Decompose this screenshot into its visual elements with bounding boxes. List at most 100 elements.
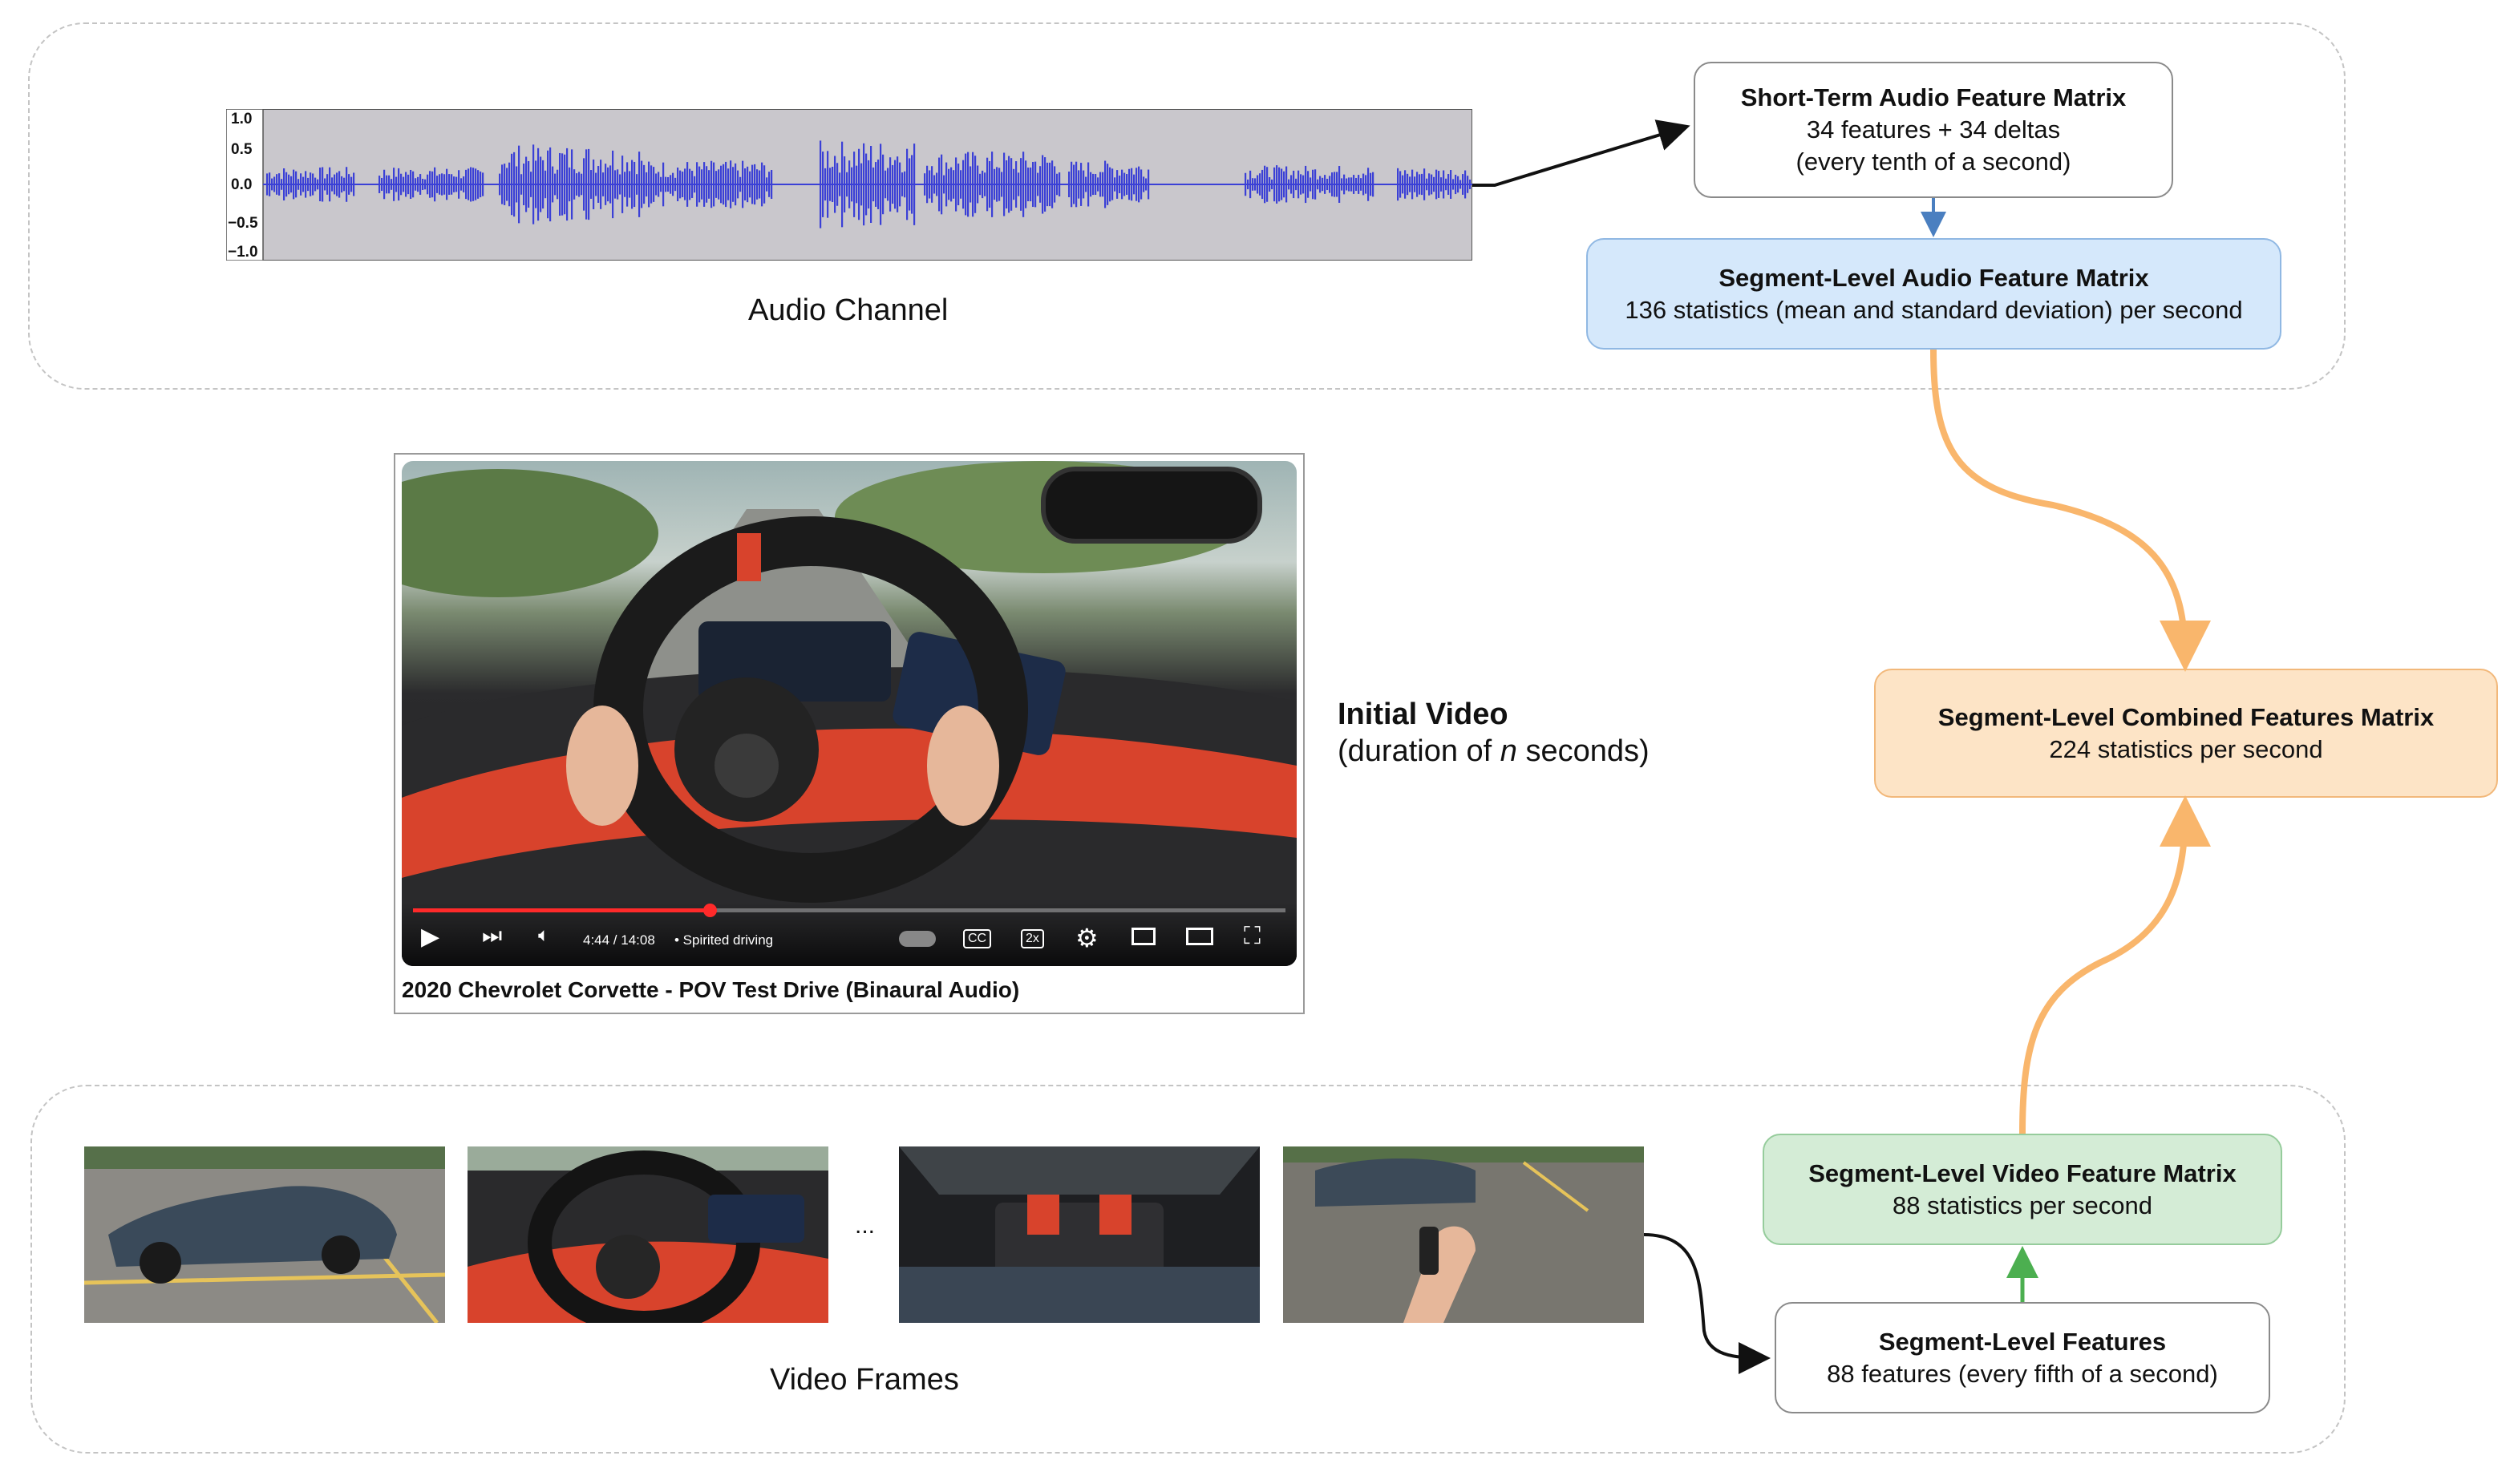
autoplay-toggle[interactable]	[899, 931, 936, 947]
miniplayer-icon[interactable]	[1132, 928, 1156, 945]
waveform-bar	[1249, 170, 1252, 199]
waveform-bar	[1126, 174, 1128, 195]
waveform-bar	[1075, 161, 1078, 208]
waveform-bar	[1326, 178, 1329, 191]
waveform-bar	[885, 170, 887, 199]
next-icon[interactable]: ⏭	[482, 923, 503, 948]
waveform-bar	[583, 158, 585, 211]
waveform-bar	[933, 175, 936, 194]
waveform-bar	[913, 144, 916, 225]
waveform-bar	[1360, 178, 1362, 191]
speed-button[interactable]: 2x	[1021, 929, 1044, 948]
video-title-caption: 2020 Chevrolet Corvette - POV Test Drive…	[402, 977, 1020, 1002]
waveform-bar	[436, 176, 439, 193]
waveform-bar	[658, 172, 660, 197]
play-icon[interactable]: ▶	[421, 924, 440, 950]
waveform-bar	[1027, 167, 1030, 202]
theater-mode-icon[interactable]	[1186, 928, 1213, 945]
waveform-bar	[1136, 168, 1138, 201]
waveform-bar	[677, 167, 679, 202]
waveform-bar	[1068, 172, 1071, 197]
fullscreen-icon[interactable]: ⛶	[1244, 923, 1261, 949]
box-title: Segment-Level Video Feature Matrix	[1808, 1158, 2237, 1187]
waveform-bar	[1145, 178, 1148, 191]
progress-bar-played	[413, 908, 710, 912]
waveform-bar	[965, 153, 967, 216]
captions-button[interactable]: CC	[963, 929, 992, 948]
settings-gear-icon[interactable]: ⚙	[1075, 924, 1099, 952]
waveform-bar	[535, 160, 537, 208]
waveform-bar	[523, 164, 525, 205]
waveform-bar	[1288, 179, 1290, 190]
waveform-bar	[710, 160, 713, 208]
y-tick-label: 0.5	[231, 141, 253, 158]
waveform-bar	[701, 169, 703, 200]
video-screen[interactable]: ▶ ⏭ 🔈︎ 4:44 / 14:08 • Spirited driving C…	[402, 461, 1297, 966]
combined-features-box: Segment-Level Combined Features Matrix 2…	[1874, 669, 2498, 798]
waveform-bar	[1034, 161, 1037, 208]
waveform-bar	[429, 171, 431, 198]
waveform-bar	[383, 169, 386, 200]
waveform-bar	[1421, 173, 1423, 196]
waveform-bar	[499, 173, 501, 196]
waveform-bar	[443, 174, 446, 195]
waveform-bar	[1051, 160, 1054, 208]
waveform-bar	[1341, 178, 1343, 191]
waveform-bar	[1054, 166, 1056, 203]
waveform-bar	[926, 165, 929, 204]
waveform-bar	[1123, 172, 1126, 196]
waveform-bar	[906, 148, 909, 220]
progress-bar-track[interactable]	[413, 908, 1285, 912]
waveform-bar	[400, 173, 403, 196]
waveform-bar	[602, 172, 605, 196]
waveform-bar	[319, 168, 322, 201]
waveform-bar	[525, 156, 528, 212]
waveform-bar	[955, 157, 957, 212]
waveform-bar	[856, 165, 858, 204]
volume-icon[interactable]: 🔈︎	[538, 924, 550, 946]
waveform-bar	[696, 162, 698, 207]
segment-features-box: Segment-Level Features 88 features (ever…	[1775, 1302, 2270, 1413]
waveform-bar	[1266, 167, 1269, 202]
waveform-bar	[1353, 175, 1355, 194]
waveform-bar	[715, 171, 718, 198]
waveform-bar	[588, 148, 590, 220]
waveform-bar	[298, 179, 300, 190]
waveform-bar	[288, 174, 290, 195]
waveform-bar	[1334, 172, 1336, 197]
waveform-bar	[751, 164, 754, 204]
waveform-bar	[595, 172, 597, 196]
waveform-bar	[295, 171, 298, 198]
waveform-bar	[759, 170, 761, 199]
waveform-bar	[1372, 172, 1374, 197]
waveform-bar	[1348, 177, 1350, 192]
waveform-bar	[1283, 171, 1285, 198]
chapter-label[interactable]: • Spirited driving	[674, 932, 774, 948]
waveform-bar	[552, 166, 554, 203]
waveform-bar	[894, 160, 897, 209]
waveform-bar	[312, 173, 314, 196]
progress-scrubber[interactable]	[703, 904, 717, 917]
y-tick-label: −1.0	[228, 244, 258, 261]
waveform-bar	[1447, 174, 1450, 195]
waveform-bar	[1409, 176, 1411, 192]
waveform-bar	[1402, 175, 1404, 194]
video-frames-group	[30, 1085, 2346, 1454]
waveform-bar	[1419, 174, 1421, 195]
waveform-bar	[1370, 172, 1372, 196]
waveform-bar	[410, 169, 412, 200]
waveform-bar	[412, 171, 415, 198]
waveform-bar	[1404, 170, 1407, 199]
waveform-bar	[771, 169, 773, 200]
waveform-bar	[1095, 174, 1097, 195]
subtitle-prefix: (duration of	[1338, 734, 1500, 768]
waveform-bar	[1049, 162, 1051, 207]
waveform-bar	[899, 162, 901, 207]
waveform-bar	[1445, 178, 1447, 191]
waveform-bar	[1343, 174, 1346, 195]
audio-waveform: 1.0 0.5 0.0 −0.5 −1.0	[226, 109, 1472, 261]
video-frame-thumbnail	[468, 1146, 828, 1323]
initial-video-subtitle: (duration of n seconds)	[1338, 734, 1650, 769]
waveform-bar	[931, 166, 933, 203]
waveform-bar	[1426, 178, 1428, 191]
